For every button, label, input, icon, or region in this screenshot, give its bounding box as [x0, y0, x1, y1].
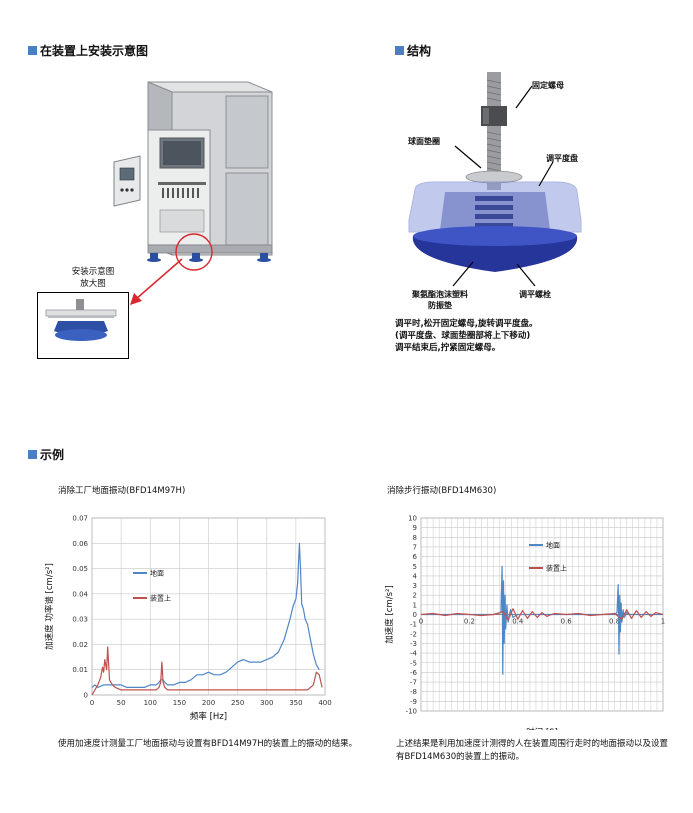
legend-label: 装置上 [546, 564, 567, 573]
y-tick-label: 9 [413, 524, 417, 532]
section-title-structure: 结构 [395, 42, 431, 59]
x-tick-label: 0 [90, 699, 94, 707]
y-tick-label: 0.01 [72, 666, 88, 674]
y-tick-label: 0.04 [72, 590, 88, 598]
y-tick-label: 0.03 [72, 616, 88, 624]
y-tick-label: 0.06 [72, 540, 88, 548]
x-tick-label: 0.2 [464, 618, 475, 626]
y-tick-label: -7 [410, 679, 417, 687]
y-tick-label: -3 [410, 640, 417, 648]
section-title-install: 在装置上安装示意图 [28, 42, 148, 59]
x-tick-label: 300 [260, 699, 273, 707]
y-tick-label: -2 [410, 630, 417, 638]
x-tick-label: 0 [419, 618, 423, 626]
y-tick-label: -5 [410, 659, 417, 667]
series-line-device [91, 646, 323, 696]
y-tick-label: 2 [413, 592, 417, 600]
y-tick-label: 3 [413, 582, 417, 590]
series-line-device [420, 608, 664, 621]
x-tick-label: 250 [231, 699, 244, 707]
x-tick-label: 100 [144, 699, 157, 707]
y-tick-label: 1 [413, 601, 417, 609]
x-tick-label: 350 [289, 699, 302, 707]
x-axis-label: 时间 [S] [526, 727, 558, 730]
leveling-foot-zoom-image [45, 299, 117, 341]
zoom-box [37, 292, 129, 359]
zoom-label: 安装示意图 放大图 [71, 267, 115, 289]
legend-label: 地面 [150, 569, 164, 578]
chart1-caption: 使用加速度计测量工厂地面振动与设置有BFD14M97H的装置上的振动的结果。 [58, 739, 358, 749]
x-tick-label: 50 [117, 699, 126, 707]
y-tick-label: -1 [410, 621, 417, 629]
y-tick-label: -9 [410, 698, 417, 706]
zoom-arrow [130, 258, 183, 305]
x-tick-label: 0.6 [561, 618, 573, 626]
callout-urethane-pad: 聚氨酯泡沫塑料 防振垫 [412, 290, 468, 310]
chart2-caption: 上述结果是利用加速度计测得的人在装置周围行走时的地面振动以及设置有BFD14M6… [396, 739, 669, 762]
x-tick-label: 200 [202, 699, 215, 707]
callout-leveling-plate: 调平度盘 [546, 154, 578, 163]
y-tick-label: 0.05 [72, 565, 88, 573]
y-tick-label: 6 [413, 553, 418, 561]
chart2-title: 消除步行振动(BFD14M630) [387, 486, 497, 496]
x-axis-label: 频率 [Hz] [190, 711, 227, 722]
legend-label: 装置上 [150, 594, 171, 603]
chart1-frequency-spectrum: 0 50 100 150 200 250 300 350 400 0 0.01 0.02 0.03 0.0… [44, 515, 332, 723]
x-tick-label: 0.8 [609, 618, 620, 626]
y-tick-label: 0 [84, 692, 88, 700]
series-line-ground [421, 565, 663, 675]
series-line-ground [91, 542, 320, 688]
y-tick-label: 0 [413, 611, 417, 619]
bullet-square-icon [28, 450, 37, 459]
x-tick-label: 1 [661, 618, 665, 626]
y-tick-label: 7 [413, 543, 417, 551]
machine-illustration [113, 81, 273, 271]
y-tick-label: 10 [408, 515, 417, 523]
bullet-square-icon [395, 46, 404, 55]
callout-spherical-washer: 球面垫圈 [408, 137, 440, 146]
legend-label: 地面 [546, 541, 560, 550]
y-tick-label: 4 [413, 572, 418, 580]
callout-fixing-nut: 固定螺母 [532, 81, 564, 90]
x-tick-label: 0.4 [512, 618, 524, 626]
y-tick-label: 0.02 [72, 641, 88, 649]
y-tick-label: 5 [413, 563, 417, 571]
section-title-example: 示例 [28, 446, 64, 463]
y-tick-label: -4 [410, 650, 418, 658]
structure-illustration [408, 72, 582, 287]
y-tick-label: -8 [410, 688, 417, 696]
y-tick-label: 8 [413, 534, 417, 542]
bullet-square-icon [28, 46, 37, 55]
chart1-title: 消除工厂地面振动(BFD14M97H) [58, 486, 186, 496]
y-axis-label: 加速度 [cm/s²] [384, 585, 395, 644]
x-tick-label: 400 [318, 699, 331, 707]
y-tick-label: -6 [410, 669, 418, 677]
callout-leveling-bolt: 调平螺栓 [519, 290, 551, 299]
y-tick-label: 0.07 [72, 515, 88, 523]
y-axis-label: 加速度 功率谱 [cm/s²] [44, 563, 55, 650]
structure-notes: 调平时,松开固定螺母,旋转调平度盘。 (调平度盘、球面垫圈部将上下移动) 调平结… [395, 319, 538, 353]
x-tick-label: 150 [173, 699, 186, 707]
y-tick-label: -10 [406, 708, 417, 716]
